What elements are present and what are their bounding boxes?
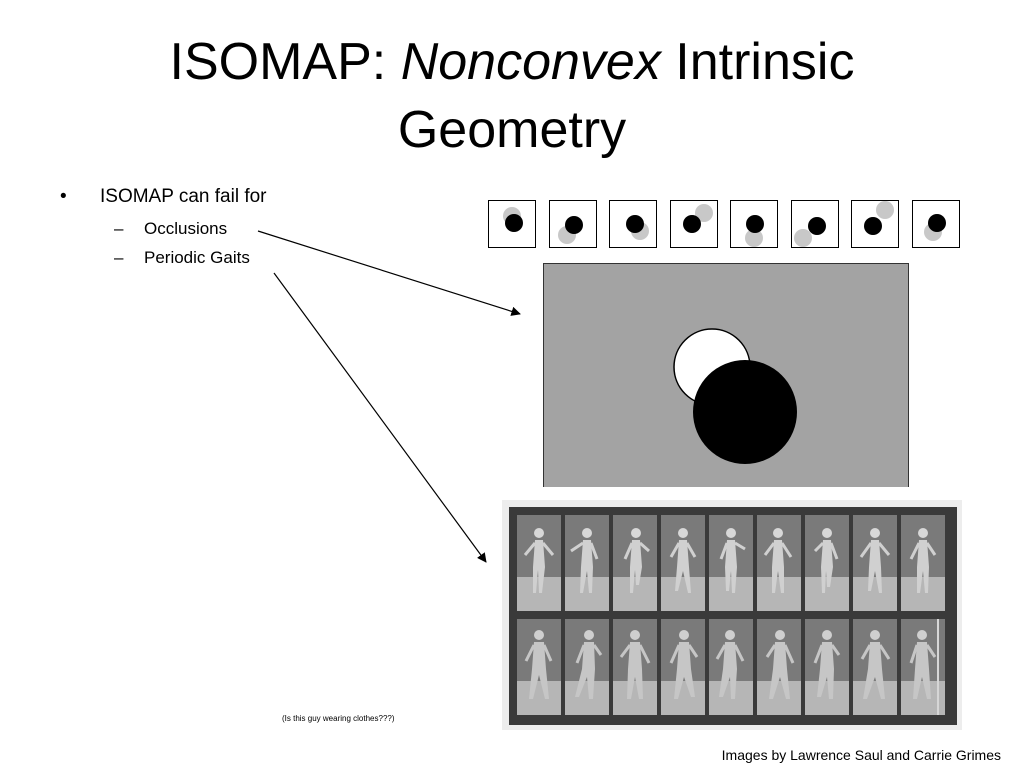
occlusion-frame [851,200,899,248]
occlusion-frame [791,200,839,248]
occlusion-frame [912,200,960,248]
title-line-1: ISOMAP: Nonconvex Intrinsic [0,28,1024,96]
arrow-periodic-gaits [273,272,487,563]
sub-bullet-marker: – [114,248,124,267]
dark-disc [683,215,701,233]
gait-frame [565,619,609,715]
light-disc [876,201,894,219]
dark-disc [505,214,523,232]
gait-photo-grid [509,507,957,725]
occlusion-frame [488,200,536,248]
dark-disc [746,215,764,233]
gait-frame [661,619,705,715]
dark-disc [626,215,644,233]
gait-frame [757,515,801,611]
occlusion-frame [609,200,657,248]
bullet-marker: • [60,186,67,207]
gait-frame [517,515,561,611]
sub-bullet-marker: – [114,219,124,238]
occlusion-image [543,263,909,487]
image-credit: Images by Lawrence Saul and Carrie Grime… [721,747,1001,763]
dark-disc [928,214,946,232]
title-line-2: Geometry [397,101,627,159]
sub-bullet-text: Occlusions [144,219,228,238]
occluding-black-disc [693,360,797,464]
dark-disc [808,217,826,235]
gait-frame [901,515,945,611]
gait-frame [661,515,705,611]
gait-frame [613,515,657,611]
gait-photo-sequence [502,500,962,730]
gait-frame [805,619,849,715]
occlusion-discs [673,328,797,464]
gait-frame [853,619,897,715]
gait-frame [853,515,897,611]
gait-frame [709,515,753,611]
title-italic-word: Nonconvex [400,33,661,91]
slide-title: ISOMAP: Nonconvex Intrinsic Geometry [0,28,1024,164]
occlusion-frame [549,200,597,248]
gait-frame [517,619,561,715]
dark-disc [864,217,882,235]
title-part-1: ISOMAP: [169,33,401,91]
occlusion-frame [670,200,718,248]
gait-frame [901,619,945,715]
light-disc [695,204,713,222]
sub-bullet-text: Periodic Gaits [144,248,250,267]
gait-caption: (Is this guy wearing clothes???) [282,714,395,723]
light-disc [745,229,763,247]
gait-frame [757,619,801,715]
light-disc [794,229,812,247]
arrow-occlusions [257,230,521,316]
gait-frame [709,619,753,715]
gait-frame [613,619,657,715]
bullet-main-text: ISOMAP can fail for [100,186,267,207]
title-part-2: Intrinsic [660,33,855,91]
occlusion-frame [730,200,778,248]
dark-disc [565,216,583,234]
gait-frame [565,515,609,611]
gait-frame [805,515,849,611]
